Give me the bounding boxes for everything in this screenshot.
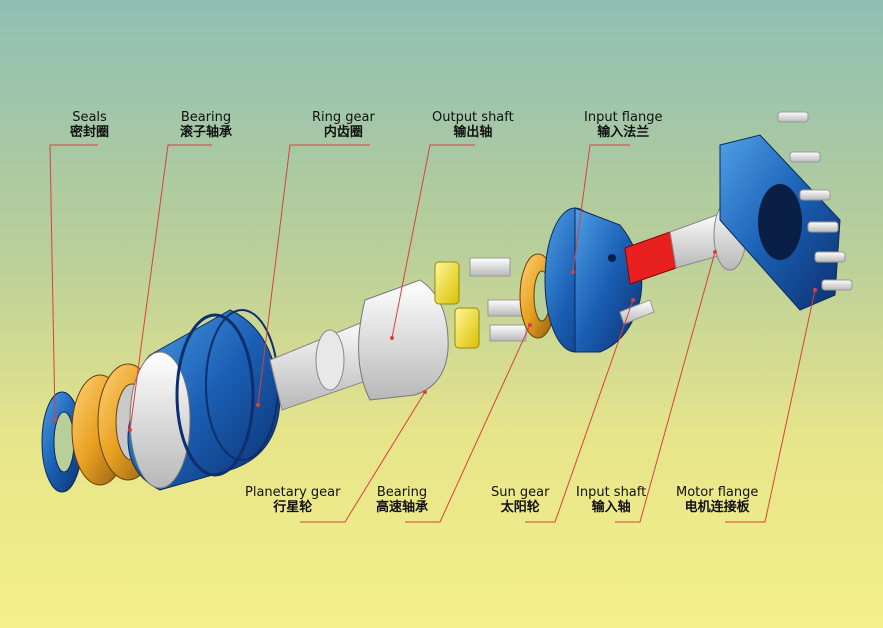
- label-planetary-gear: Planetary gear 行星轮: [245, 485, 340, 516]
- label-seals-en: Seals: [72, 110, 107, 125]
- label-output-shaft-cn: 输出轴: [453, 125, 493, 140]
- label-motor-flange: Motor flange 电机连接板: [676, 485, 758, 516]
- label-seals-cn: 密封圈: [70, 125, 110, 140]
- leader-lines: [49, 144, 816, 523]
- label-bearing-top-en: Bearing: [180, 110, 232, 125]
- label-bearing-top: Bearing 滚子轴承: [180, 110, 232, 141]
- label-bearing-bottom-cn: 高速轴承: [376, 500, 429, 515]
- label-ring-gear-cn: 内齿圈: [323, 125, 363, 140]
- label-seals: Seals 密封圈: [70, 110, 109, 141]
- bolts: [777, 111, 853, 291]
- label-bearing-top-cn: 滚子轴承: [180, 125, 233, 140]
- label-sun-gear-en: Sun gear: [491, 485, 550, 500]
- label-planetary-gear-cn: 行星轮: [273, 500, 313, 515]
- leader-arrow-heads: [53, 250, 817, 432]
- label-output-shaft-en: Output shaft: [432, 110, 514, 125]
- label-input-flange: Input flange 输入法兰: [584, 110, 662, 141]
- label-input-flange-cn: 输入法兰: [597, 125, 650, 140]
- planetary-gears: [434, 257, 527, 349]
- label-bearing-bottom: Bearing 高速轴承: [376, 485, 428, 516]
- output-shaft: [269, 279, 449, 411]
- label-motor-flange-en: Motor flange: [676, 485, 759, 500]
- ring-gear-housing: [127, 309, 281, 491]
- input-flange: [544, 207, 643, 353]
- label-ring-gear: Ring gear 内齿圈: [312, 110, 375, 141]
- label-sun-gear: Sun gear 太阳轮: [491, 485, 549, 516]
- label-ring-gear-en: Ring gear: [312, 110, 375, 125]
- label-sun-gear-cn: 太阳轮: [500, 500, 540, 515]
- label-output-shaft: Output shaft 输出轴: [432, 110, 514, 141]
- label-motor-flange-cn: 电机连接板: [684, 500, 750, 515]
- label-bearing-bottom-en: Bearing: [376, 485, 428, 500]
- label-input-shaft: Input shaft 输入轴: [576, 485, 646, 516]
- label-input-shaft-en: Input shaft: [576, 485, 647, 500]
- label-planetary-gear-en: Planetary gear: [245, 485, 341, 500]
- label-input-flange-en: Input flange: [584, 110, 663, 125]
- label-input-shaft-cn: 输入轴: [591, 500, 631, 515]
- motor-flange: [719, 134, 841, 311]
